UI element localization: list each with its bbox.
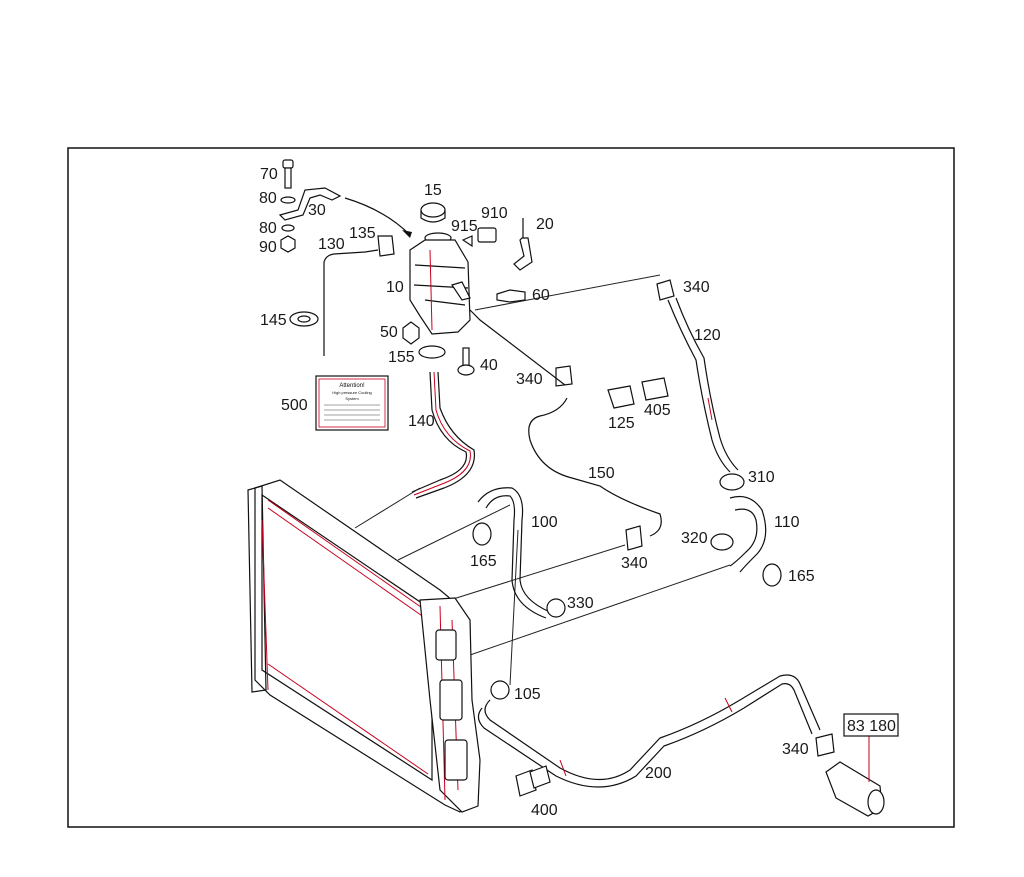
part-90-nut bbox=[280, 235, 296, 253]
part-20-connector bbox=[513, 237, 533, 271]
part-130-hose bbox=[323, 249, 379, 356]
part-125-bracket bbox=[607, 385, 635, 409]
part-340-clamp-c bbox=[625, 525, 643, 551]
part-165-clamp-b bbox=[762, 563, 782, 587]
label-135: 135 bbox=[349, 225, 376, 242]
label-500-line1: Attention! bbox=[339, 383, 365, 389]
label-70: 70 bbox=[260, 166, 278, 183]
part-80-washer bbox=[280, 196, 296, 204]
part-155-clamp bbox=[418, 345, 446, 359]
part-910-sensor bbox=[477, 227, 497, 243]
label-320: 320 bbox=[681, 530, 708, 547]
label-340-d: 340 bbox=[782, 741, 809, 758]
label-145: 145 bbox=[260, 312, 287, 329]
part-200-hose bbox=[484, 674, 821, 781]
label-500-line2: High pressure Cooling bbox=[332, 390, 372, 395]
part-60-bolt bbox=[496, 289, 526, 303]
label-20: 20 bbox=[536, 216, 554, 233]
label-60: 60 bbox=[532, 287, 550, 304]
part-70-bolt bbox=[282, 159, 294, 189]
part-135-clip bbox=[377, 235, 395, 257]
part-15-cap bbox=[420, 202, 446, 223]
label-30: 30 bbox=[308, 202, 326, 219]
diagram-frame bbox=[67, 147, 955, 828]
part-100-hose bbox=[477, 487, 551, 613]
label-125: 125 bbox=[608, 415, 635, 432]
radiator bbox=[247, 479, 481, 813]
label-140: 140 bbox=[408, 413, 435, 430]
part-340-clamp-a bbox=[555, 365, 573, 387]
part-405-bracket bbox=[641, 377, 669, 401]
part-110-hose bbox=[729, 495, 767, 573]
label-340-c: 340 bbox=[621, 555, 648, 572]
part-80-washer-2 bbox=[281, 224, 295, 232]
label-100: 100 bbox=[531, 514, 558, 531]
leader-lines bbox=[354, 274, 731, 686]
label-915: 915 bbox=[451, 218, 478, 235]
assembly-arrow bbox=[344, 197, 411, 236]
part-140-hose bbox=[411, 371, 468, 493]
label-110: 110 bbox=[774, 514, 800, 531]
part-83180-box bbox=[843, 713, 899, 737]
label-40: 40 bbox=[480, 357, 498, 374]
label-200: 200 bbox=[645, 765, 672, 782]
part-340-clamp-b bbox=[656, 279, 675, 301]
label-105: 105 bbox=[514, 686, 541, 703]
part-labels: 70 80 30 80 90 15 915 910 20 135 130 10 … bbox=[259, 166, 896, 819]
part-915-seal bbox=[461, 235, 473, 248]
part-165-clamp-a bbox=[472, 522, 492, 546]
label-150: 150 bbox=[588, 465, 615, 482]
label-120: 120 bbox=[694, 327, 721, 344]
label-130: 130 bbox=[318, 236, 345, 253]
label-910: 910 bbox=[481, 205, 508, 222]
label-340-a: 340 bbox=[683, 279, 710, 296]
label-165-a: 165 bbox=[470, 553, 497, 570]
arrow-head bbox=[402, 230, 412, 238]
label-500-line3: System bbox=[345, 396, 359, 401]
label-80: 80 bbox=[259, 190, 277, 207]
label-500: 500 bbox=[281, 397, 308, 414]
part-145-grommet bbox=[289, 311, 319, 327]
part-40-bolt bbox=[457, 347, 475, 376]
part-500-warning-label: Attention! High pressure Cooling System bbox=[315, 375, 389, 431]
part-120-hose bbox=[667, 299, 731, 473]
part-310-clamp bbox=[719, 473, 745, 491]
part-83180-pump bbox=[825, 736, 885, 817]
part-330-clamp bbox=[546, 598, 566, 618]
part-105-clamp bbox=[490, 680, 510, 700]
label-83180: 83 180 bbox=[847, 718, 896, 735]
part-30-bracket bbox=[278, 187, 342, 221]
label-165-b: 165 bbox=[788, 568, 815, 585]
label-90: 90 bbox=[259, 239, 277, 256]
label-15: 15 bbox=[424, 182, 442, 199]
label-155: 155 bbox=[388, 349, 415, 366]
label-340-b: 340 bbox=[516, 371, 543, 388]
part-320-clamp bbox=[710, 533, 734, 551]
label-310: 310 bbox=[748, 469, 775, 486]
label-330: 330 bbox=[567, 595, 594, 612]
part-10-expansion-tank bbox=[409, 232, 471, 335]
part-150-hose bbox=[528, 397, 662, 537]
label-10: 10 bbox=[386, 279, 404, 296]
part-340-clamp-d bbox=[815, 733, 835, 757]
part-50-nut bbox=[402, 321, 420, 345]
label-50: 50 bbox=[380, 324, 398, 341]
label-400: 400 bbox=[531, 802, 558, 819]
label-405: 405 bbox=[644, 402, 671, 419]
label-80b: 80 bbox=[259, 220, 277, 237]
